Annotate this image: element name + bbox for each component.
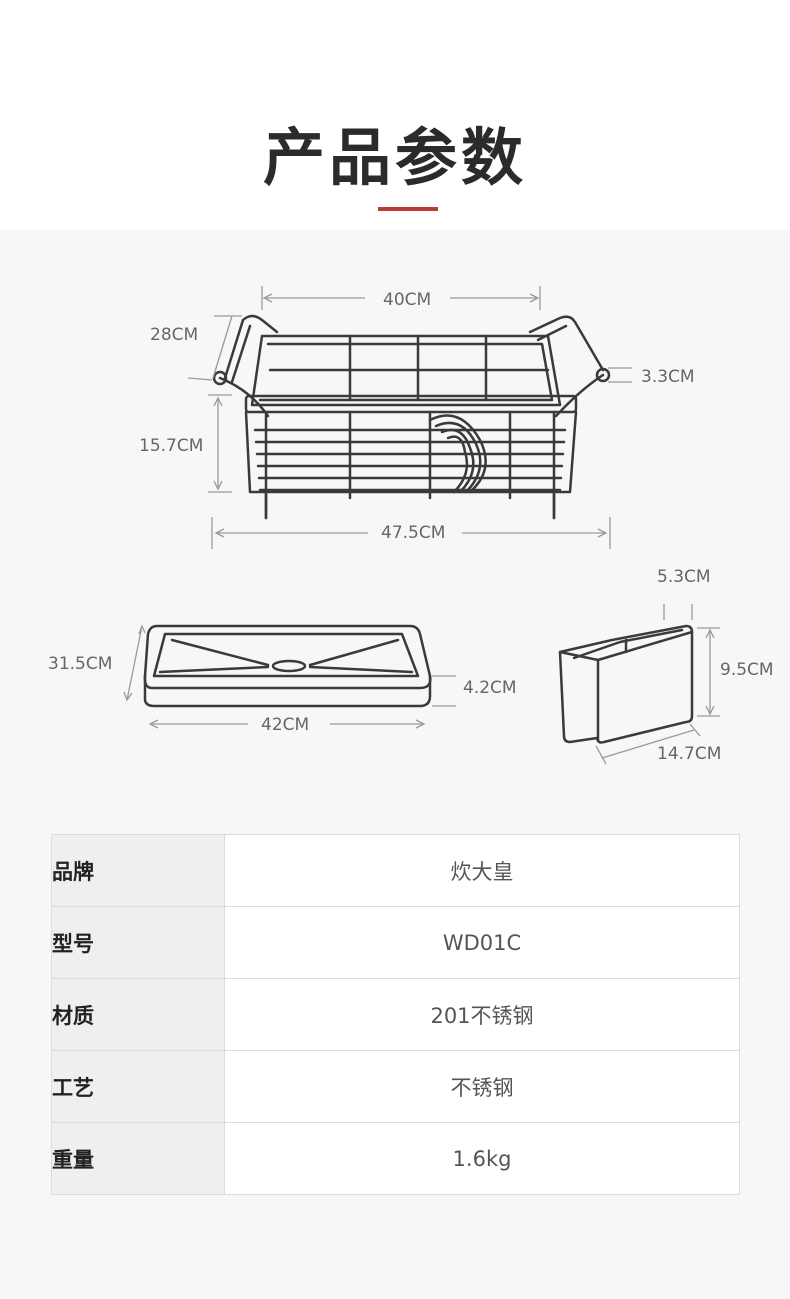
drip-tray-drawing — [143, 624, 432, 708]
spec-value: 炊大皇 — [224, 834, 740, 907]
dim-holder-height: 9.5CM — [720, 660, 774, 680]
dim-handle-height: 3.3CM — [641, 367, 695, 387]
utensil-holder-drawing — [558, 624, 694, 744]
page-title: 产品参数 — [262, 121, 527, 194]
dim-rack-length: 40CM — [383, 290, 432, 310]
dim-holder-length: 14.7CM — [657, 744, 722, 764]
spec-key: 型号 — [51, 906, 225, 979]
table-row: 材质 201不锈钢 — [51, 978, 740, 1051]
dim-tray-height: 4.2CM — [463, 678, 517, 698]
spec-key: 材质 — [51, 978, 225, 1051]
dimension-lines — [123, 286, 720, 765]
spec-value: 不锈钢 — [224, 1050, 740, 1123]
spec-value: 201不锈钢 — [224, 978, 740, 1051]
table-row: 工艺 不锈钢 — [51, 1050, 740, 1123]
dim-rack-overall-length: 47.5CM — [381, 523, 446, 543]
title-underline — [378, 207, 438, 211]
dimension-diagrams: 40CM 28CM 15.7CM 3.3CM 47.5CM 31.5CM 4.2… — [0, 230, 790, 810]
header: 产品参数 — [0, 0, 790, 230]
table-row: 型号 WD01C — [51, 906, 740, 979]
dim-tray-length: 42CM — [261, 715, 310, 735]
spec-key: 工艺 — [51, 1050, 225, 1123]
spec-key: 品牌 — [51, 834, 225, 907]
dim-tray-depth: 31.5CM — [48, 654, 113, 674]
spec-table: 品牌 炊大皇 型号 WD01C 材质 201不锈钢 工艺 不锈钢 重量 1.6k… — [51, 834, 740, 1195]
spec-key: 重量 — [51, 1122, 225, 1195]
product-line-drawings — [123, 286, 720, 765]
dim-rack-height: 15.7CM — [139, 436, 204, 456]
spec-value: 1.6kg — [224, 1122, 740, 1195]
dim-holder-width: 5.3CM — [657, 567, 711, 587]
spec-value: WD01C — [224, 906, 740, 979]
dim-rack-depth: 28CM — [150, 325, 199, 345]
dish-rack-drawing — [212, 314, 611, 520]
table-row: 品牌 炊大皇 — [51, 834, 740, 907]
table-row: 重量 1.6kg — [51, 1122, 740, 1195]
